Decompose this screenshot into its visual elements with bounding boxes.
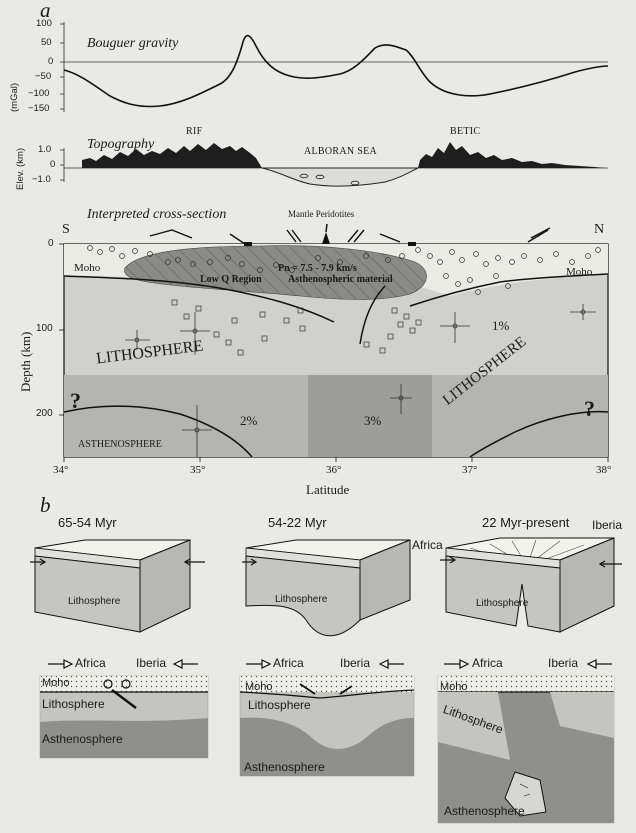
slab-left-edge <box>63 405 253 458</box>
stage-1-age: 65-54 Myr <box>58 515 117 530</box>
stage-3-iberia: Iberia <box>548 656 579 670</box>
gravity-plot <box>60 22 609 112</box>
lat-tick-36: 36° <box>326 464 342 476</box>
section-stage-2 <box>239 659 415 777</box>
stage-1-moho: Moho <box>42 677 70 689</box>
section-title: Interpreted cross-section <box>87 207 227 222</box>
lat-tick-38: 38° <box>596 464 612 476</box>
asthenosphere-label: ASTHENOSPHERE <box>78 439 162 450</box>
percent-3: 3% <box>364 413 382 428</box>
error-bars <box>125 304 596 457</box>
stage-1-iberia: Iberia <box>136 656 167 670</box>
gravity-title: Bouguer gravity <box>87 36 179 51</box>
stage-3-age: 22 Myr-present <box>482 515 570 530</box>
rif-topography <box>82 143 262 168</box>
depth-axis-label: Depth (km) <box>18 331 33 392</box>
gravity-tick-100: 100 <box>36 18 52 29</box>
topo-tick-m1: −1.0 <box>32 174 51 185</box>
stage-1-asthenosphere: Asthenosphere <box>42 732 123 746</box>
gravity-tick-m50: −50 <box>35 71 52 82</box>
block-3 <box>440 537 622 633</box>
stage-2-age: 54-22 Myr <box>268 515 327 530</box>
betic-topography <box>418 142 605 168</box>
gravity-tick-50: 50 <box>41 37 52 48</box>
low-q-label: Low Q Region <box>200 274 262 285</box>
block-2 <box>242 539 411 637</box>
topo-tick-0: 0 <box>50 159 56 170</box>
stage-1-lithosphere: Lithosphere <box>42 697 105 711</box>
question-left: ? <box>70 388 81 413</box>
south-label: S <box>62 222 70 237</box>
depth-tick-100: 100 <box>36 323 53 334</box>
panel-label-b: b <box>40 493 51 517</box>
surface-markers <box>244 242 416 246</box>
section-ticks <box>59 243 609 462</box>
region-rif: RIF <box>186 126 203 137</box>
section-stage-3 <box>437 659 615 824</box>
stage-2-top-label: Africa <box>412 538 443 552</box>
section-stage-1 <box>39 659 209 759</box>
moho-line-left <box>63 275 335 323</box>
stage-2-iberia: Iberia <box>340 656 371 670</box>
stage-2-moho: Moho <box>245 681 273 693</box>
gravity-tick-m150: −150 <box>28 103 50 114</box>
topography-ticks <box>60 149 64 181</box>
peridotites-label: Mantle Peridotites <box>288 209 355 219</box>
cross-section <box>59 223 609 462</box>
question-right: ? <box>584 396 595 421</box>
pn-label: Pn = 7.5 - 7.9 km/s <box>278 263 357 274</box>
stage-3-moho: Moho <box>440 681 468 693</box>
gravity-curve <box>63 34 609 108</box>
block-1-label: Lithosphere <box>68 596 121 607</box>
block-1 <box>30 539 205 633</box>
block-3-label: Lithosphere <box>476 598 529 609</box>
stage-sections <box>39 659 615 824</box>
stage-2-africa: Africa <box>273 656 304 670</box>
topo-tick-1: 1.0 <box>38 144 52 155</box>
moho-left-label: Moho <box>74 262 101 274</box>
asthenospheric-material-label: Asthenospheric material <box>288 274 393 285</box>
depth-tick-200: 200 <box>36 408 53 419</box>
hatched-overlay <box>124 245 427 300</box>
lat-tick-35: 35° <box>190 464 206 476</box>
region-betic: BETIC <box>450 126 481 137</box>
topography-title: Topography <box>87 137 155 152</box>
topography-plot <box>60 142 608 187</box>
region-alboran: ALBORAN SEA <box>304 146 378 157</box>
earthquake-hypocenters <box>87 245 601 356</box>
gravity-ticks <box>60 23 64 110</box>
stage-3-asthenosphere: Asthenosphere <box>444 804 525 818</box>
moho-right-label: Moho <box>566 266 593 278</box>
slab-right-edge <box>469 410 609 458</box>
fault-arrows <box>149 227 551 245</box>
asthenosphere-zone-center <box>308 375 432 457</box>
gravity-unit: (mGal) <box>9 82 20 112</box>
alboran-basin <box>261 167 419 187</box>
gravity-tick-m100: −100 <box>28 88 50 99</box>
slab-center-curve <box>359 285 386 345</box>
stage-2-asthenosphere: Asthenosphere <box>244 760 325 774</box>
stage-2-lithosphere: Lithosphere <box>248 698 311 712</box>
moho-line-right <box>409 273 609 307</box>
percent-1: 1% <box>492 318 510 333</box>
lat-tick-34: 34° <box>53 464 69 476</box>
stage-3-top-label: Iberia <box>592 518 623 532</box>
topography-unit: Elev. (km) <box>15 147 26 190</box>
stage-1-africa: Africa <box>75 656 106 670</box>
gravity-tick-0: 0 <box>48 56 54 67</box>
lat-tick-37: 37° <box>462 464 478 476</box>
block-2-label: Lithosphere <box>275 594 328 605</box>
latitude-axis-label: Latitude <box>306 482 350 497</box>
peridotite-marker <box>322 232 330 244</box>
basin-markers <box>299 173 360 186</box>
stage-3-africa: Africa <box>472 656 503 670</box>
depth-tick-0: 0 <box>48 238 54 249</box>
north-label: N <box>594 222 605 237</box>
panel-label-a: a <box>40 0 51 22</box>
block-diagrams <box>30 537 622 637</box>
asthenosphere-zone-right <box>432 375 608 457</box>
percent-2: 2% <box>240 413 258 428</box>
